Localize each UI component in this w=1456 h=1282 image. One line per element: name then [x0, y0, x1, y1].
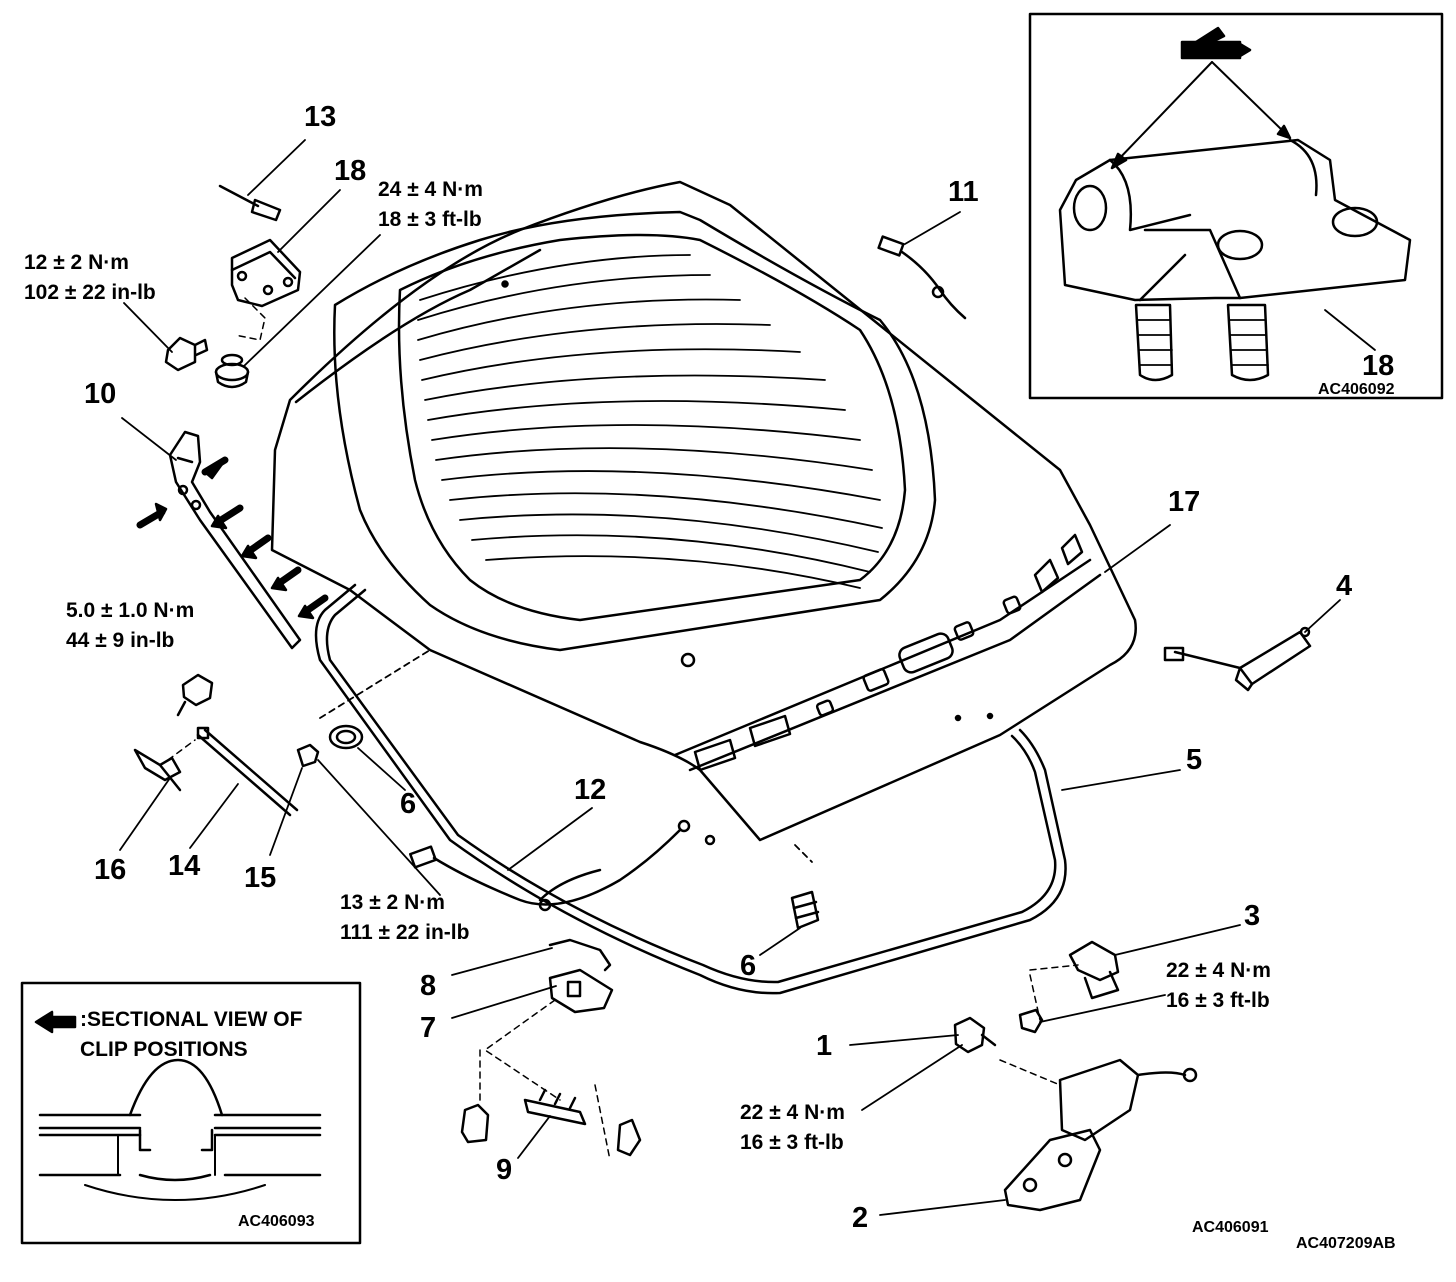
- callout-8: 8: [420, 970, 437, 1002]
- torque-latch-nm: 22 ± 4 N·m: [740, 1101, 845, 1124]
- torque-hinge-nut-nm: 24 ± 4 N·m: [378, 178, 483, 201]
- torque-stay-ball-inlb: 44 ± 9 in-lb: [66, 629, 175, 652]
- code-figure: AC407209AB: [1296, 1235, 1396, 1252]
- callout-18: 18: [334, 155, 367, 187]
- torque-latch: 22 ± 4 N·m 16 ± 3 ft-lb: [740, 1098, 845, 1158]
- torque-hinge-bolt: 12 ± 2 N·m 102 ± 22 in-lb: [24, 248, 156, 308]
- weatherstrip: [314, 583, 1067, 995]
- callout-6-lower: 6: [740, 950, 757, 982]
- callout-13: 13: [304, 101, 337, 133]
- part-10-trim: [136, 430, 329, 650]
- part-12-harness: [409, 819, 716, 912]
- callout-10: 10: [84, 378, 117, 410]
- callout-18-inset: 18: [1362, 350, 1395, 382]
- torque-stay-lower: 13 ± 2 N·m 111 ± 22 in-lb: [340, 888, 469, 948]
- legend-text: :SECTIONAL VIEW OF CLIP POSITIONS: [80, 1005, 302, 1065]
- callout-17: 17: [1168, 486, 1201, 518]
- legend-line-2: CLIP POSITIONS: [80, 1038, 248, 1061]
- code-inset-hinge: AC406092: [1318, 381, 1395, 398]
- torque-stay-ball: 5.0 ± 1.0 N·m 44 ± 9 in-lb: [66, 596, 194, 656]
- torque-hinge-bolt-nm: 12 ± 2 N·m: [24, 251, 129, 274]
- legend-arrow-icon: [34, 1010, 77, 1034]
- leader-lines: [119, 139, 1341, 1216]
- torque-stay-lower-nm: 13 ± 2 N·m: [340, 891, 445, 914]
- inset-hinge-detail: [1028, 12, 1444, 400]
- callout-15: 15: [244, 862, 277, 894]
- part-7-handle-bracket: [548, 968, 614, 1014]
- callout-4: 4: [1336, 570, 1353, 602]
- inset-clip-section: [20, 981, 362, 1245]
- part-15-pivot: [296, 743, 320, 768]
- part-8-spring: [548, 938, 612, 972]
- code-inset-clip: AC406093: [238, 1213, 315, 1230]
- latch-bolts: [460, 999, 642, 1161]
- torque-striker: 22 ± 4 N·m 16 ± 3 ft-lb: [1166, 956, 1271, 1016]
- callout-7: 7: [420, 1012, 437, 1044]
- part-16-bracket: [133, 739, 196, 792]
- hinge-left: [230, 238, 302, 341]
- hinge-bolt: [164, 336, 209, 372]
- part-1-bolt: [953, 1016, 997, 1054]
- torque-latch-ftlb: 16 ± 3 ft-lb: [740, 1131, 844, 1154]
- callout-16: 16: [94, 854, 127, 886]
- grease-icon: [1180, 26, 1252, 60]
- torque-stay-ball-nm: 5.0 ± 1.0 N·m: [66, 599, 195, 622]
- stay-ball-bolt: [176, 673, 214, 717]
- callout-2: 2: [852, 1202, 869, 1234]
- latch-actuator: [999, 1058, 1198, 1142]
- part-13-pin: [218, 184, 282, 222]
- callout-14: 14: [168, 850, 201, 882]
- torque-striker-ftlb: 16 ± 3 ft-lb: [1166, 989, 1270, 1012]
- torque-hinge-bolt-inlb: 102 ± 22 in-lb: [24, 281, 156, 304]
- tailgate-panel: [270, 180, 1137, 842]
- callout-1: 1: [816, 1030, 833, 1062]
- callout-9: 9: [496, 1154, 513, 1186]
- torque-striker-nm: 22 ± 4 N·m: [1166, 959, 1271, 982]
- part-6-grommet-upper: [328, 724, 364, 750]
- part-9-plate: [523, 1088, 587, 1126]
- callout-6-upper: 6: [400, 788, 417, 820]
- striker-screw: [1018, 1008, 1044, 1034]
- torque-hinge-nut-ftlb: 18 ± 3 ft-lb: [378, 208, 482, 231]
- callout-3: 3: [1244, 900, 1261, 932]
- part-6-stopper-lower: [790, 890, 820, 930]
- callout-12: 12: [574, 774, 607, 806]
- callout-11: 11: [948, 176, 979, 208]
- part-11-connector: [877, 235, 967, 320]
- hinge-nut: [214, 353, 250, 389]
- callout-5: 5: [1186, 744, 1203, 776]
- part-14-stay-damper: [196, 726, 299, 817]
- torque-stay-lower-inlb: 111 ± 22 in-lb: [340, 921, 470, 944]
- part-2-latch: [1003, 1128, 1102, 1212]
- legend-line-1: :SECTIONAL VIEW OF: [80, 1008, 303, 1031]
- code-main: AC406091: [1192, 1219, 1269, 1236]
- part-4-actuator: [1163, 626, 1312, 692]
- torque-hinge-nut: 24 ± 4 N·m 18 ± 3 ft-lb: [378, 175, 483, 235]
